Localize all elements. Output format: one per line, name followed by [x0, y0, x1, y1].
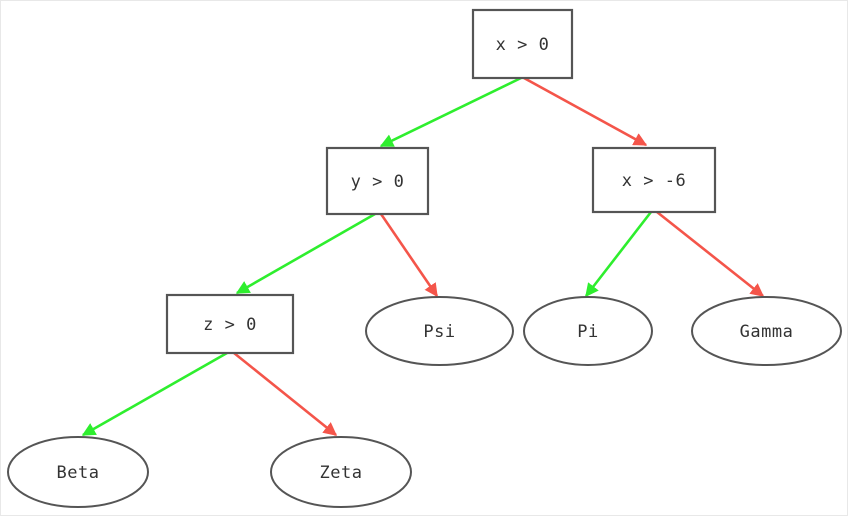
node-pi[interactable]: Pi [523, 296, 653, 366]
edge-y_gt_0-to-z_gt_0 [235, 212, 376, 295]
node-z_gt_0-rect[interactable] [165, 293, 295, 355]
node-gamma[interactable]: Gamma [691, 296, 842, 366]
node-root[interactable]: x > 0 [471, 8, 574, 80]
node-root-label: x > 0 [496, 35, 550, 55]
edge-z_gt_0-to-zeta [233, 351, 338, 437]
node-x_gt_neg6-rect[interactable] [591, 146, 717, 214]
node-y_gt_0-rect[interactable] [325, 146, 430, 216]
node-zeta-ellipse[interactable] [270, 436, 412, 508]
node-psi[interactable]: Psi [365, 296, 514, 366]
node-y_gt_0-label: y > 0 [351, 172, 405, 192]
node-psi-label: Psi [423, 322, 455, 342]
node-x_gt_neg6[interactable]: x > -6 [591, 146, 717, 214]
node-z_gt_0[interactable]: z > 0 [165, 293, 295, 355]
node-pi-ellipse[interactable] [523, 296, 653, 366]
edge-root-to-y_gt_0 [379, 76, 522, 148]
node-z_gt_0-label: z > 0 [203, 315, 257, 335]
node-gamma-label: Gamma [740, 322, 794, 342]
node-beta-ellipse[interactable] [7, 436, 149, 508]
node-beta-label: Beta [57, 463, 100, 483]
edge-x_gt_neg6-to-pi [584, 211, 653, 298]
node-beta[interactable]: Beta [7, 436, 149, 508]
edge-z_gt_0-to-beta [81, 351, 228, 437]
edge-x_gt_neg6-to-gamma [656, 210, 765, 298]
node-pi-label: Pi [577, 322, 598, 342]
node-y_gt_0[interactable]: y > 0 [325, 146, 430, 216]
edge-root-to-x_gt_neg6 [523, 76, 648, 147]
node-x_gt_neg6-label: x > -6 [622, 171, 686, 191]
edge-y_gt_0-to-psi [379, 213, 439, 298]
node-gamma-ellipse[interactable] [691, 296, 842, 366]
node-zeta[interactable]: Zeta [270, 436, 412, 508]
node-root-rect[interactable] [471, 8, 574, 80]
edge-layer [81, 76, 765, 437]
node-zeta-label: Zeta [320, 463, 363, 483]
node-psi-ellipse[interactable] [365, 296, 514, 366]
